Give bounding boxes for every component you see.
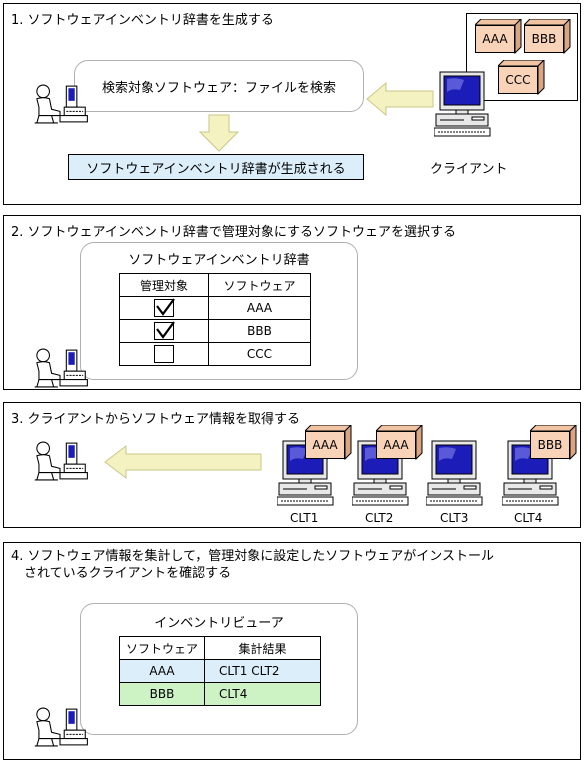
- table-header-row: 管理対象 ソフトウェア: [119, 273, 311, 297]
- down-arrow-icon: [199, 114, 239, 152]
- software-cell: AAA: [119, 659, 205, 683]
- dictionary-table: 管理対象 ソフトウェア AAA BBB CCC: [119, 273, 311, 366]
- user-icon: [32, 707, 88, 747]
- table-row: BBB CLT4: [119, 682, 321, 706]
- software-box-label: AAA: [376, 431, 416, 459]
- step-4-title: 4. ソフトウェア情報を集計して，管理対象に設定したソフトウェアがインストール …: [11, 548, 494, 582]
- user-icon: [32, 84, 88, 124]
- software-box-label: BBB: [530, 431, 570, 459]
- software-cell: BBB: [208, 319, 311, 343]
- header-managed: 管理対象: [119, 273, 209, 297]
- client-label: CLT1: [290, 511, 319, 525]
- result-cell: CLT4: [204, 682, 321, 706]
- panel-step-4: 4. ソフトウェア情報を集計して，管理対象に設定したソフトウェアがインストール …: [3, 542, 581, 760]
- software-box-label: CCC: [498, 66, 538, 94]
- client-label: CLT4: [514, 511, 543, 525]
- client-label: CLT3: [440, 511, 469, 525]
- client-computer-icon: [434, 70, 492, 138]
- step-2-title: 2. ソフトウェアインベントリ辞書で管理対象にするソフトウェアを選択する: [11, 225, 457, 240]
- result-box: ソフトウェアインベントリ辞書が生成される: [68, 154, 364, 180]
- header-result: 集計結果: [204, 636, 321, 660]
- panel-step-1: 1. ソフトウェアインベントリ辞書を生成する 検索対象ソフトウェア：ファイルを検…: [3, 3, 581, 205]
- checkbox-checked[interactable]: [154, 299, 174, 317]
- checkbox-checked[interactable]: [154, 322, 174, 340]
- step-1-title: 1. ソフトウェアインベントリ辞書を生成する: [11, 13, 274, 28]
- client-label: クライアント: [430, 162, 508, 177]
- header-software: ソフトウェア: [119, 636, 205, 660]
- viewer-table: ソフトウェア 集計結果 AAA CLT1 CLT2 BBB CLT4: [119, 636, 321, 706]
- checkmark-icon: [155, 298, 175, 316]
- search-label: 検索対象ソフトウェア：ファイルを検索: [101, 80, 336, 96]
- panel-step-3: 3. クライアントからソフトウェア情報を取得する AAA CLT1 AAA CL…: [3, 402, 581, 528]
- step-3-title: 3. クライアントからソフトウェア情報を取得する: [11, 412, 301, 427]
- software-box-label: AAA: [475, 25, 515, 53]
- panel-step-2: 2. ソフトウェアインベントリ辞書で管理対象にするソフトウェアを選択する ソフト…: [3, 215, 581, 390]
- user-icon: [32, 441, 88, 481]
- result-cell: CLT1 CLT2: [204, 659, 321, 683]
- client-computer-icon: [426, 439, 484, 507]
- software-box-label: AAA: [305, 431, 345, 459]
- step-4-title-line-2: されているクライアントを確認する: [24, 566, 232, 581]
- left-arrow-icon: [104, 445, 262, 479]
- table-row: CCC: [119, 342, 311, 366]
- search-bubble: 検索対象ソフトウェア：ファイルを検索: [74, 60, 364, 112]
- software-cell: BBB: [119, 682, 205, 706]
- checkmark-icon: [155, 321, 175, 339]
- table-row: AAA CLT1 CLT2: [119, 659, 321, 683]
- step-4-title-line-1: 4. ソフトウェア情報を集計して，管理対象に設定したソフトウェアがインストール: [11, 549, 494, 564]
- client-label: CLT2: [365, 511, 394, 525]
- table-row: AAA: [119, 296, 311, 320]
- checkbox-unchecked[interactable]: [154, 345, 174, 363]
- user-icon: [32, 348, 88, 388]
- header-software: ソフトウェア: [208, 273, 311, 297]
- dictionary-title: ソフトウェアインベントリ辞書: [128, 253, 310, 268]
- software-cell: AAA: [208, 296, 311, 320]
- table-header-row: ソフトウェア 集計結果: [119, 636, 321, 660]
- table-row: BBB: [119, 319, 311, 343]
- viewer-bubble: インベントリビューア ソフトウェア 集計結果 AAA CLT1 CLT2 BBB…: [80, 603, 358, 735]
- software-box-label: BBB: [524, 25, 564, 53]
- viewer-title: インベントリビューア: [154, 616, 284, 631]
- left-arrow-icon: [366, 82, 434, 116]
- dictionary-bubble: ソフトウェアインベントリ辞書 管理対象 ソフトウェア AAA BBB CCC: [80, 242, 358, 380]
- software-cell: CCC: [208, 342, 311, 366]
